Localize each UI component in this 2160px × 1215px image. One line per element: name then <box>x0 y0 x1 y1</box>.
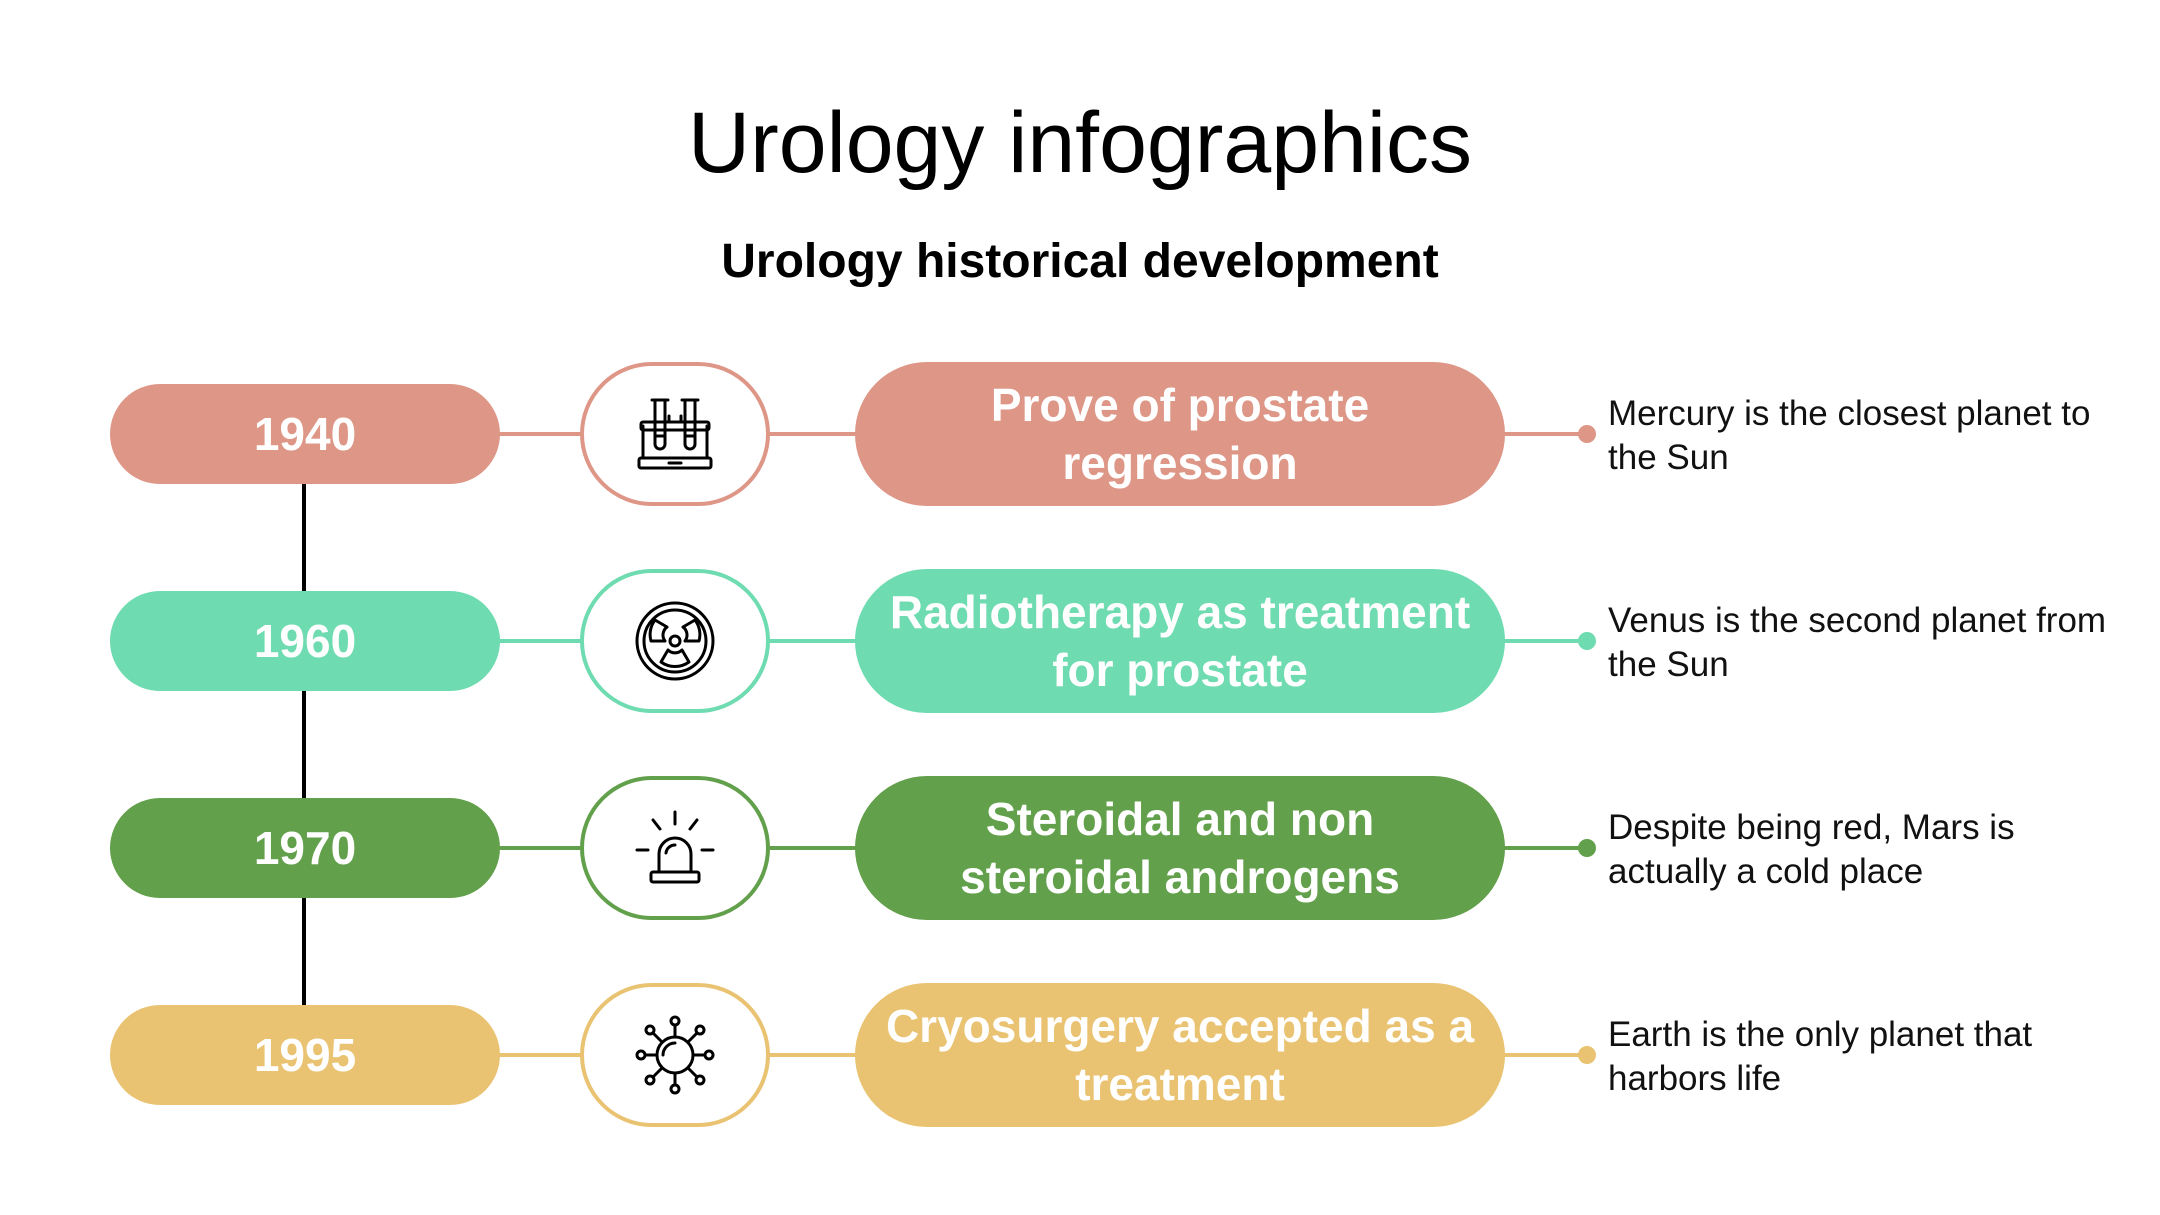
event-pill: Radiotherapy as treatment for prostate <box>855 569 1505 713</box>
radiation-icon <box>635 601 715 681</box>
event-label: Prove of prostate regression <box>990 379 1370 489</box>
test-tubes-icon <box>637 398 713 470</box>
row-end-dot <box>1578 839 1596 857</box>
event-description: Earth is the only planet that harbors li… <box>1608 1015 2033 1098</box>
event-label: Cryosurgery accepted as a treatment <box>885 1000 1475 1110</box>
event-pill: Steroidal and non steroidal androgens <box>855 776 1505 920</box>
icon-pill <box>580 569 770 713</box>
icon-pill <box>580 983 770 1127</box>
event-description: Despite being red, Mars is actually a co… <box>1608 808 2015 891</box>
year-pill: 1940 <box>110 384 500 484</box>
event-pill: Prove of prostate regression <box>855 362 1505 506</box>
event-description: Venus is the second planet from the Sun <box>1608 601 2107 684</box>
year-label: 1960 <box>253 615 357 667</box>
virus-icon <box>635 1015 715 1095</box>
row-end-dot <box>1578 1046 1596 1064</box>
event-label: Steroidal and non steroidal androgens <box>960 793 1400 903</box>
icon-pill <box>580 362 770 506</box>
row-end-dot <box>1578 425 1596 443</box>
row-end-dot <box>1578 632 1596 650</box>
year-label: 1940 <box>253 408 357 460</box>
icon-pill <box>580 776 770 920</box>
event-pill: Cryosurgery accepted as a treatment <box>855 983 1505 1127</box>
alarm-siren-icon <box>635 810 715 884</box>
year-pill: 1960 <box>110 591 500 691</box>
timeline-spine <box>302 434 306 1006</box>
event-description: Mercury is the closest planet to the Sun <box>1608 394 2091 477</box>
year-pill: 1995 <box>110 1005 500 1105</box>
page-subtitle: Urology historical development <box>721 235 1439 288</box>
page-title: Urology infographics <box>688 95 1472 191</box>
year-label: 1970 <box>253 822 357 874</box>
event-label: Radiotherapy as treatment for prostate <box>889 586 1471 696</box>
year-label: 1995 <box>253 1029 357 1081</box>
year-pill: 1970 <box>110 798 500 898</box>
